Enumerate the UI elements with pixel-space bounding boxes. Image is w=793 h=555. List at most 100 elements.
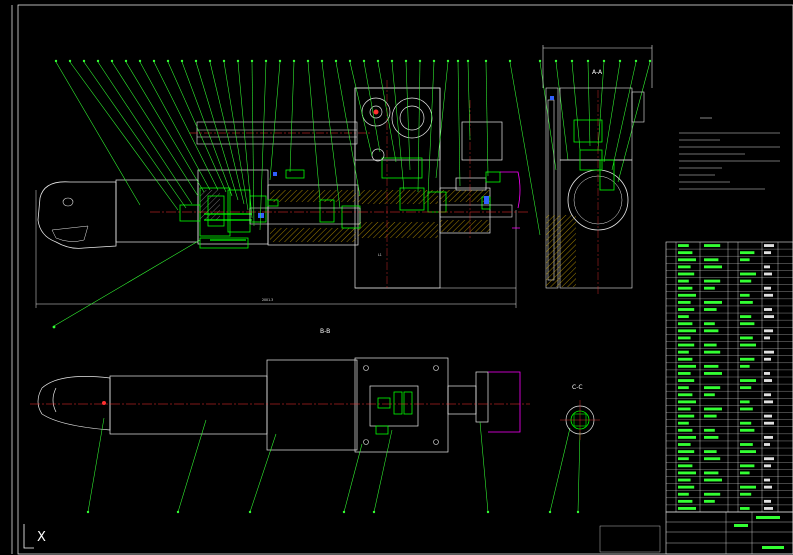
- parts-table-cell-text: [740, 293, 750, 297]
- parts-table-cell-text: [704, 300, 722, 304]
- section-label-bb: B-B: [320, 328, 330, 335]
- drawing-frame: [11, 4, 793, 555]
- parts-table-cell-text: [678, 272, 695, 276]
- parts-table-cell-text: [704, 364, 719, 368]
- parts-table-cell-text: [678, 386, 689, 390]
- parts-table-cell-text: [678, 478, 691, 482]
- parts-table-cell-text: [740, 364, 750, 368]
- parts-table-cell-text: [704, 350, 721, 354]
- parts-table-cell-text: [678, 350, 689, 354]
- parts-table-cell-text: [740, 279, 752, 283]
- parts-table-cell-text: [740, 272, 756, 276]
- parts-table-cell-text: [764, 244, 774, 247]
- parts-table-cell-text: [764, 286, 771, 290]
- svg-text:2001.3: 2001.3: [262, 298, 273, 302]
- parts-table-cell-text: [678, 443, 691, 446]
- bottom-view-bb: B-B: [30, 328, 530, 453]
- handle-outline: [37, 181, 117, 249]
- parts-table-cell-text: [704, 322, 715, 326]
- parts-table-cell-text: [704, 265, 722, 269]
- parts-table-cell-text: [740, 386, 752, 390]
- parts-table-cell-text: [764, 478, 770, 482]
- parts-table-cell-text: [764, 272, 772, 276]
- parts-table-cell-text: [764, 329, 773, 333]
- parts-table-cell-text: [740, 336, 753, 340]
- parts-table-cell-text: [678, 421, 689, 425]
- parts-table-cell-text: [764, 350, 774, 354]
- leader-lines: [53, 61, 651, 327]
- parts-table-cell-text: [740, 428, 755, 432]
- parts-table-cell-text: [678, 414, 695, 418]
- parts-table-cell-text: [704, 435, 719, 439]
- parts-table-cell-text: [704, 279, 721, 283]
- parts-table-cell-text: [740, 492, 752, 496]
- parts-table-cell-text: [678, 492, 689, 496]
- parts-table-cell-text: [764, 421, 774, 425]
- parts-table-cell-text: [764, 265, 770, 269]
- parts-table-cell-text: [764, 315, 774, 319]
- parts-table-cell-text: [678, 457, 689, 461]
- parts-table-cell-text: [764, 308, 772, 311]
- technical-notes: [679, 117, 780, 190]
- parts-table-cell-text: [678, 329, 696, 333]
- main-assembly-view: 2001.3: [35, 80, 530, 308]
- parts-table-cell-text: [678, 315, 689, 319]
- parts-table-cell-text: [678, 322, 693, 326]
- parts-table-cell-text: [740, 421, 752, 425]
- bb-magenta-end: [488, 371, 521, 433]
- parts-table-cell-text: [740, 471, 750, 475]
- parts-table-cell-text: [740, 379, 756, 382]
- parts-table-cell-text: [764, 414, 772, 418]
- parts-table-cell-text: [704, 286, 715, 290]
- parts-table-cell-text: [740, 343, 756, 347]
- parts-table-cell-text: [704, 308, 717, 311]
- parts-table-cell-text: [764, 400, 773, 404]
- parts-table-cell-text: [678, 244, 689, 247]
- svg-text:L1: L1: [378, 253, 382, 257]
- parts-table-cell-text: [678, 372, 691, 375]
- parts-table-cell-text: [678, 464, 693, 468]
- parts-table-cell-text: [678, 251, 693, 255]
- balloon-dots: [52, 59, 652, 329]
- parts-table-cell-text: [704, 407, 722, 411]
- parts-table-cell-text: [764, 379, 772, 382]
- parts-list-table: [599, 241, 793, 555]
- parts-table-cell-text: [764, 507, 773, 510]
- parts-table-cell-text: [678, 485, 695, 489]
- parts-table-cell-text: [678, 343, 695, 347]
- parts-table-cell-text: [704, 258, 719, 262]
- parts-table-cell-text: [764, 251, 771, 255]
- parts-table-cell-text: [764, 357, 771, 361]
- parts-table-cell-text: [704, 343, 717, 347]
- gear-mechanism: [361, 97, 433, 162]
- side-view-aa: A-A: [542, 45, 653, 295]
- bb-nose: [37, 376, 111, 431]
- parts-table-cell-text: [704, 372, 722, 375]
- parts-table-cell-text: [704, 492, 721, 496]
- parts-table-cell-text: [704, 499, 715, 503]
- section-view-cc: C-C: [560, 384, 600, 440]
- parts-table-cell-text: [678, 279, 689, 283]
- parts-table-cell-text: [704, 393, 715, 397]
- parts-table-cell-text: [704, 329, 719, 333]
- section-hatch: [200, 190, 490, 242]
- parts-table-cell-text: [764, 336, 770, 340]
- parts-table-cell-text: [764, 393, 771, 397]
- parts-table-cell-text: [678, 379, 695, 382]
- parts-table-cell-text: [740, 485, 756, 489]
- parts-table-cell-text: [764, 293, 773, 297]
- parts-table-cell-text: [704, 478, 722, 482]
- parts-table-cell-text: [740, 464, 755, 468]
- parts-table-cell-text: [704, 428, 715, 432]
- parts-table-cell-text: [678, 428, 693, 432]
- parts-table-cell-text: [678, 435, 696, 439]
- section-label-cc: C-C: [572, 384, 583, 391]
- parts-table-cell-text: [678, 364, 696, 368]
- section-label-aa: A-A: [592, 69, 603, 76]
- parts-table-cell-text: [678, 400, 696, 404]
- tool-end-magenta: [500, 171, 521, 229]
- parts-table-cell-text: [740, 357, 755, 361]
- parts-table-cell-text: [740, 258, 750, 262]
- parts-table-cell-text: [764, 464, 771, 468]
